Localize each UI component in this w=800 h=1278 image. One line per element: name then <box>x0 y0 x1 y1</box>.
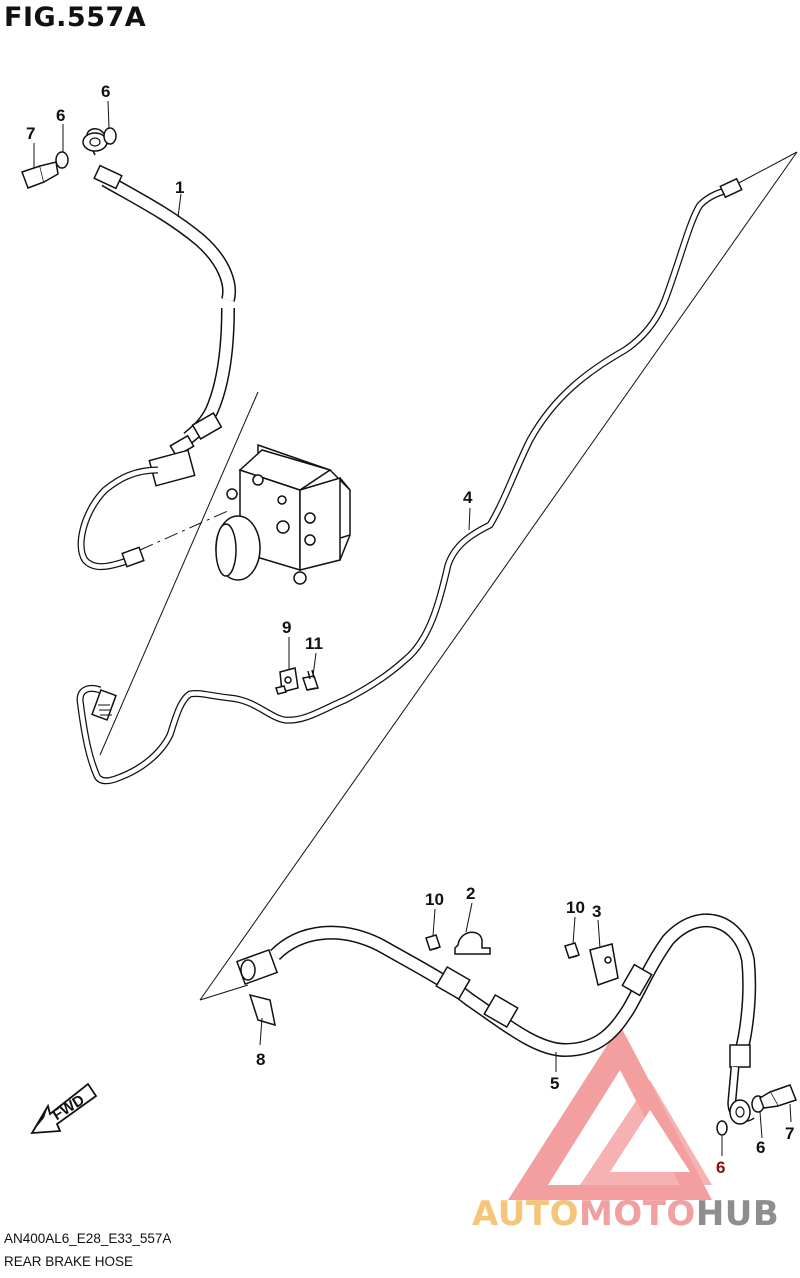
callout-9: 9 <box>282 618 292 637</box>
watermark-moto: MOTO <box>578 1194 696 1234</box>
watermark-logo <box>508 1025 712 1200</box>
watermark-text: AUTOMOTOHUB <box>472 1194 779 1234</box>
clip-part-8 <box>248 993 276 1027</box>
callout-8: 8 <box>256 1050 266 1069</box>
fwd-direction-marker: FWD <box>30 1082 98 1135</box>
watermark-auto: AUTO <box>472 1194 579 1234</box>
figure-title: FIG.557A <box>4 2 147 33</box>
callout-10-left: 10 <box>425 890 444 909</box>
watermark-hub: HUB <box>695 1194 780 1234</box>
bolt-part-10b <box>564 942 580 959</box>
callout-10-right: 10 <box>566 898 585 917</box>
callout-11: 11 <box>305 634 323 653</box>
brake-pipe-part-4 <box>76 177 743 785</box>
hose-part-5 <box>235 913 757 1125</box>
assembly-boundary <box>99 151 798 1001</box>
brake-pipe-upper <box>77 466 159 571</box>
clamp-part-2 <box>454 931 491 955</box>
bolt-part-10a <box>425 934 441 951</box>
callout-7-upper: 7 <box>26 124 36 143</box>
model-code: AN400AL6_E28_E33_557A <box>4 1231 172 1246</box>
callout-2: 2 <box>466 884 476 903</box>
bolt-part-7 <box>21 161 797 1109</box>
abs-modulator <box>215 443 351 585</box>
callout-7-lower: 7 <box>785 1124 795 1143</box>
hose-part-1 <box>82 128 236 487</box>
callout-6-lower-right: 6 <box>756 1138 766 1157</box>
callout-3: 3 <box>592 902 602 921</box>
washer-part-6 <box>55 127 765 1136</box>
callout-6-upper-left: 6 <box>56 106 66 125</box>
bolt-part-11 <box>302 669 319 691</box>
callout-6-lower-left: 6 <box>716 1158 726 1177</box>
callout-4: 4 <box>463 488 473 507</box>
callout-1: 1 <box>175 178 185 197</box>
holder-part-3 <box>589 943 619 986</box>
callout-5: 5 <box>550 1074 560 1093</box>
bracket-part-9 <box>275 667 299 695</box>
callout-6-upper-right: 6 <box>101 82 111 101</box>
leader-lines <box>33 100 792 1156</box>
part-name: REAR BRAKE HOSE <box>4 1254 134 1269</box>
